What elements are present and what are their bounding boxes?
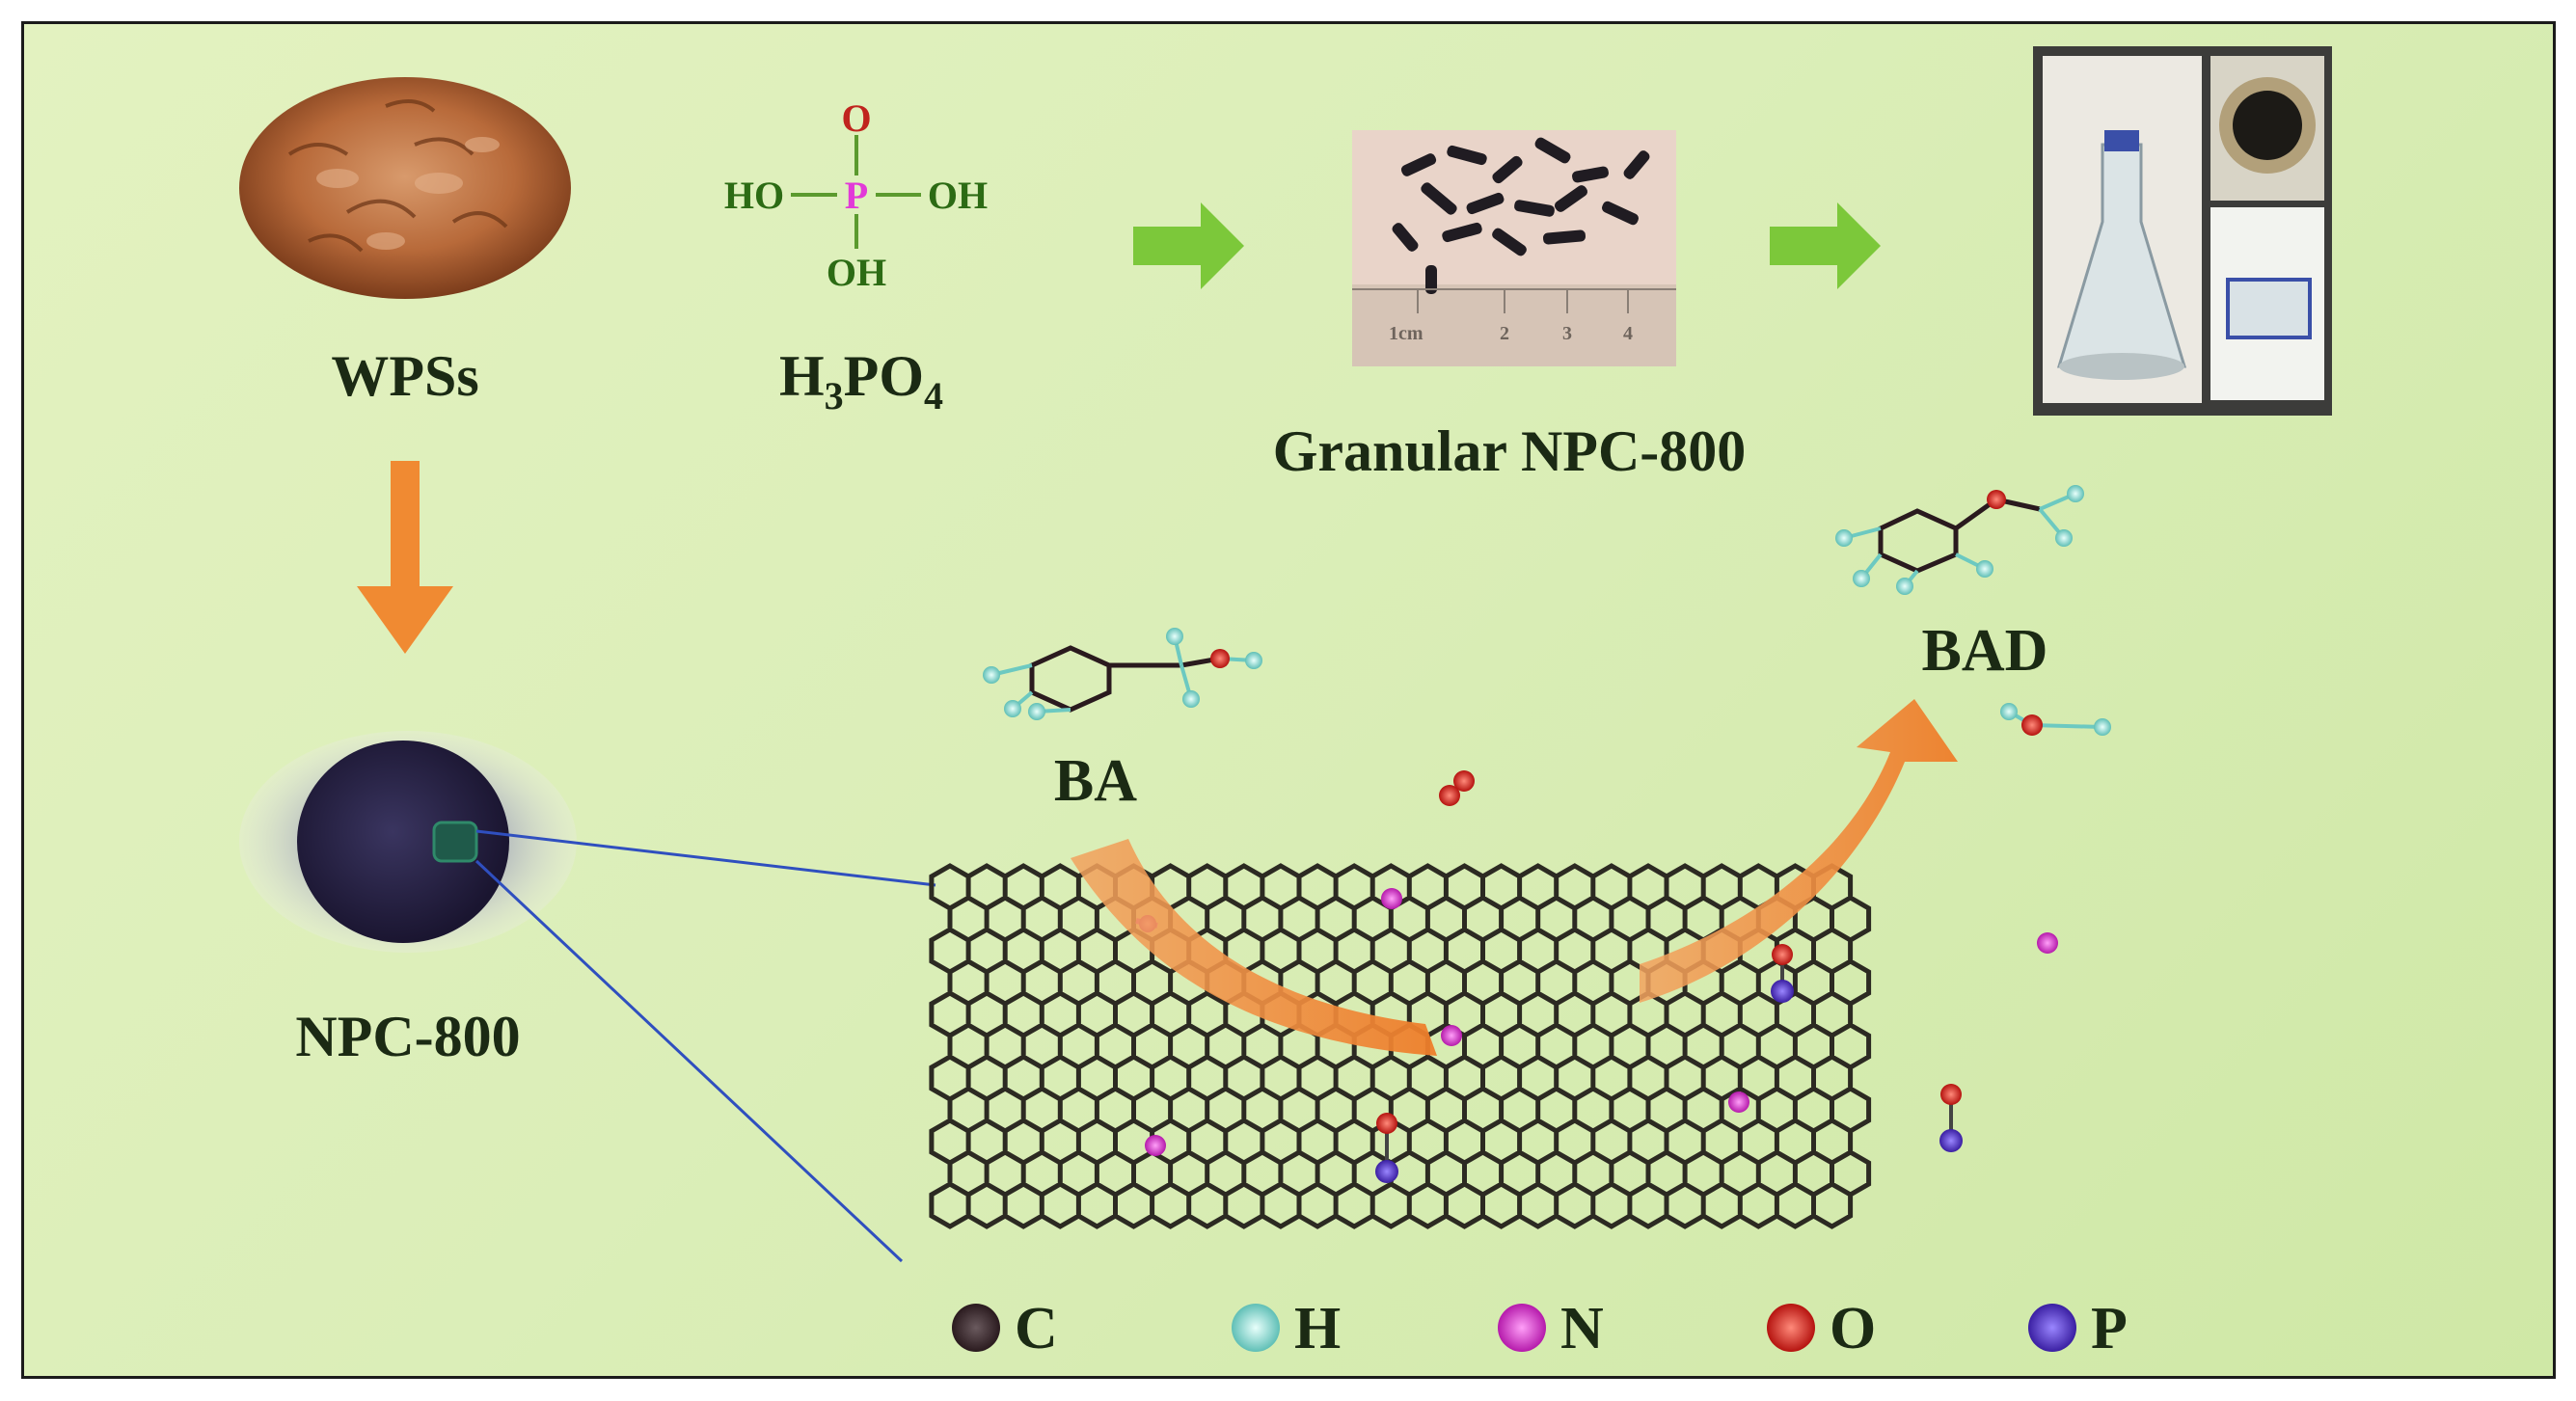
h3po4-structure: O P HO OH OH bbox=[724, 96, 988, 294]
dopant-po-3 bbox=[1939, 1084, 1963, 1152]
dopant-n-2 bbox=[1381, 888, 1402, 909]
zoom-connector-lower bbox=[475, 859, 904, 1263]
atom-p: P bbox=[845, 174, 868, 217]
arrow-down-orange bbox=[357, 461, 453, 654]
legend-label-c: C bbox=[1015, 1296, 1058, 1361]
ruler-tick-4: 4 bbox=[1623, 323, 1633, 344]
ruler-tick-2: 2 bbox=[1500, 323, 1509, 344]
legend-swatch-o bbox=[1767, 1304, 1815, 1352]
arrow-desorption-curve bbox=[1640, 699, 1958, 1003]
zoom-connector-upper bbox=[475, 829, 936, 887]
npc800-sphere bbox=[239, 731, 577, 953]
legend-label-p: P bbox=[2091, 1296, 2128, 1361]
group-oh-right: OH bbox=[928, 174, 988, 217]
dopant-n-6 bbox=[2037, 932, 2058, 954]
ruler-tick-1cm: 1cm bbox=[1389, 323, 1424, 344]
legend-label-n: N bbox=[1560, 1296, 1604, 1361]
group-oh-bottom: OH bbox=[827, 251, 886, 294]
dopant-po-2 bbox=[1771, 944, 1794, 1003]
granular-photo: 1cm 2 3 4 bbox=[1352, 130, 1676, 366]
wps-image bbox=[239, 77, 571, 299]
molecule-bad bbox=[1835, 485, 2084, 595]
ruler-tick-3: 3 bbox=[1562, 323, 1572, 344]
water-molecule bbox=[2000, 703, 2111, 736]
label-h3po4: H3PO4 bbox=[779, 344, 943, 418]
legend-swatch-p bbox=[2028, 1304, 2076, 1352]
arrow-right-green-1 bbox=[1133, 202, 1244, 289]
atom-o-top: O bbox=[841, 96, 871, 140]
group-ho-left: HO bbox=[724, 174, 784, 217]
dopant-n-5 bbox=[1728, 1091, 1749, 1113]
legend-swatch-h bbox=[1232, 1304, 1280, 1352]
legend-label-h: H bbox=[1294, 1296, 1341, 1361]
oxygen-molecule bbox=[1439, 770, 1475, 806]
arrow-right-green-2 bbox=[1770, 202, 1881, 289]
dopant-n-4 bbox=[1145, 1135, 1166, 1156]
arrow-adsorption-curve bbox=[1071, 839, 1437, 1056]
legend-swatch-c bbox=[952, 1304, 1000, 1352]
label-npc-800: NPC-800 bbox=[295, 1005, 520, 1068]
label-ba: BA bbox=[1054, 748, 1137, 814]
label-granular-npc-800: Granular NPC-800 bbox=[1273, 419, 1747, 483]
reactor-photo bbox=[2033, 46, 2332, 416]
molecule-ba bbox=[983, 628, 1262, 720]
dopant-po-1 bbox=[1375, 1113, 1398, 1183]
legend-label-o: O bbox=[1830, 1296, 1876, 1361]
label-wpss: WPSs bbox=[331, 344, 478, 408]
dopant-n-3 bbox=[1441, 1025, 1462, 1046]
label-bad: BAD bbox=[1922, 618, 2048, 684]
legend-swatch-n bbox=[1498, 1304, 1546, 1352]
